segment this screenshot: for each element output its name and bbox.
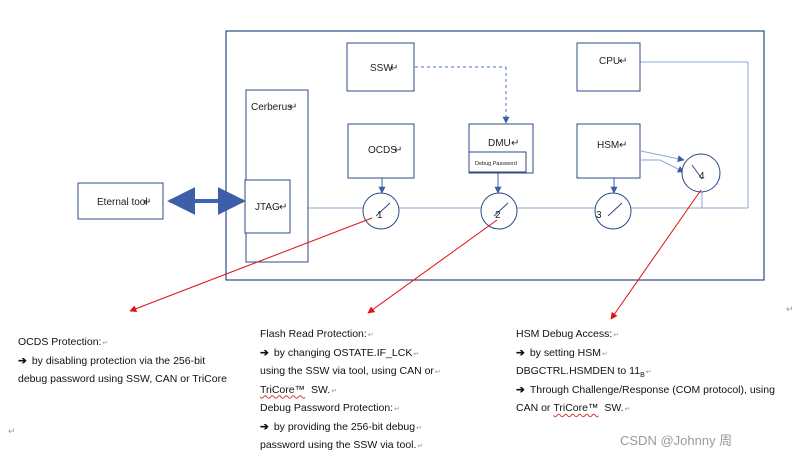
hsm-panel-line3: Through Challenge/Response (COM protocol… — [529, 383, 775, 396]
debug-password-box — [468, 151, 527, 173]
debug-password-label: Debug Password — [475, 161, 517, 167]
switch-1-label: 1 — [377, 210, 383, 221]
arrow-bullet-icon: ➔ — [516, 346, 525, 359]
svg-text:↵: ↵ — [511, 138, 519, 149]
hsm-panel-line4-post: SW. — [604, 402, 624, 414]
node-cerberus-label: Cerberus — [251, 102, 292, 113]
node-jtag: JTAG ↵ — [244, 179, 291, 234]
flash-panel-line4: by providing the 256-bit debug — [273, 420, 416, 433]
paragraph-mark: ↵ — [786, 304, 794, 314]
svg-text:↵: ↵ — [279, 202, 287, 213]
node-ocds: OCDS ↵ — [347, 123, 415, 179]
hsm-debug-panel: HSM Debug Access:↵ ➔by setting HSM↵ DBGC… — [516, 328, 775, 414]
switch-2-label: 2 — [495, 210, 501, 221]
switch-3-label: 3 — [596, 210, 602, 221]
switch-2: 2 — [480, 192, 518, 230]
node-cpu-label: CPU — [599, 56, 620, 67]
ocds-protection-panel: OCDS Protection:↵ ➔by disabling protecti… — [18, 336, 227, 385]
node-ssw: SSW ↵ — [346, 42, 415, 92]
node-cpu: CPU ↵ — [576, 42, 641, 92]
svg-text:↵: ↵ — [143, 197, 151, 208]
flash-panel-line1: by changing OSTATE.IF_LCK — [273, 346, 413, 359]
ocds-panel-line2: debug password using SSW, CAN or TriCore — [18, 373, 227, 385]
node-cerberus: Cerberus ↵ — [245, 89, 309, 263]
ocds-panel-line1: by disabling protection via the 256-bit — [31, 354, 206, 367]
flash-protection-panel: Flash Read Protection:↵ ➔by changing OST… — [260, 328, 441, 451]
chip-boundary — [225, 30, 765, 281]
switch-4: 4 — [681, 153, 721, 193]
paragraph-mark: ↵ — [8, 426, 16, 436]
switch-3: 3 — [594, 192, 632, 230]
node-dmu: DMU ↵ Debug Password — [468, 123, 534, 174]
flash-panel-line3-rest: SW. — [310, 383, 331, 396]
arrow-bullet-icon: ➔ — [516, 383, 525, 396]
svg-text:↵: ↵ — [394, 145, 402, 156]
watermark: CSDN @Johnny 周 — [620, 433, 733, 448]
node-external-tool-label: Eternal tool — [97, 197, 148, 208]
flash-panel-title2: Debug Password Protection: — [260, 402, 394, 414]
flash-panel-line5: password using the SSW via tool. — [260, 439, 417, 451]
arrow-bullet-icon: ➔ — [18, 354, 27, 367]
svg-text:↵: ↵ — [390, 63, 398, 74]
switch-1: 1 — [362, 192, 400, 230]
hsm-panel-line4-pre: CAN or — [516, 402, 551, 414]
node-jtag-label: JTAG — [255, 202, 280, 213]
hsm-panel-line2-sub: B — [640, 372, 645, 380]
hsm-debug-arrow — [610, 189, 702, 320]
flash-panel-tricore: TriCore™ — [260, 383, 306, 396]
flash-protection-arrow — [367, 219, 498, 314]
node-ocds-label: OCDS — [368, 145, 397, 156]
svg-text:↵: ↵ — [619, 56, 627, 67]
arrow-bullet-icon: ➔ — [260, 346, 269, 359]
ocds-protection-arrow — [129, 217, 373, 313]
svg-text:↵: ↵ — [289, 102, 297, 113]
node-dmu-label: DMU — [488, 138, 511, 149]
flash-panel-title: Flash Read Protection: — [260, 328, 367, 340]
hsm-to-switch4-upper-link — [640, 150, 685, 163]
hsm-panel-line1: by setting HSM — [529, 346, 602, 359]
hsm-panel-line2: DBGCTRL.HSMDEN to 11 — [516, 365, 641, 377]
node-ssw-label: SSW — [370, 63, 393, 74]
hsm-panel-title: HSM Debug Access: — [516, 328, 613, 340]
hsm-panel-tricore: TriCore™ — [553, 402, 599, 414]
node-hsm-label: HSM — [597, 140, 619, 151]
node-hsm: HSM ↵ — [576, 123, 641, 179]
hsm-to-switch4-lower-link-b — [659, 159, 685, 173]
ocds-panel-title: OCDS Protection: — [18, 336, 102, 348]
node-external-tool: Eternal tool ↵ — [77, 182, 164, 220]
switch-4-label: 4 — [699, 171, 705, 182]
arrow-bullet-icon: ➔ — [260, 420, 269, 433]
svg-text:↵: ↵ — [619, 140, 627, 151]
flash-panel-line2: using the SSW via tool, using CAN or — [260, 365, 434, 377]
